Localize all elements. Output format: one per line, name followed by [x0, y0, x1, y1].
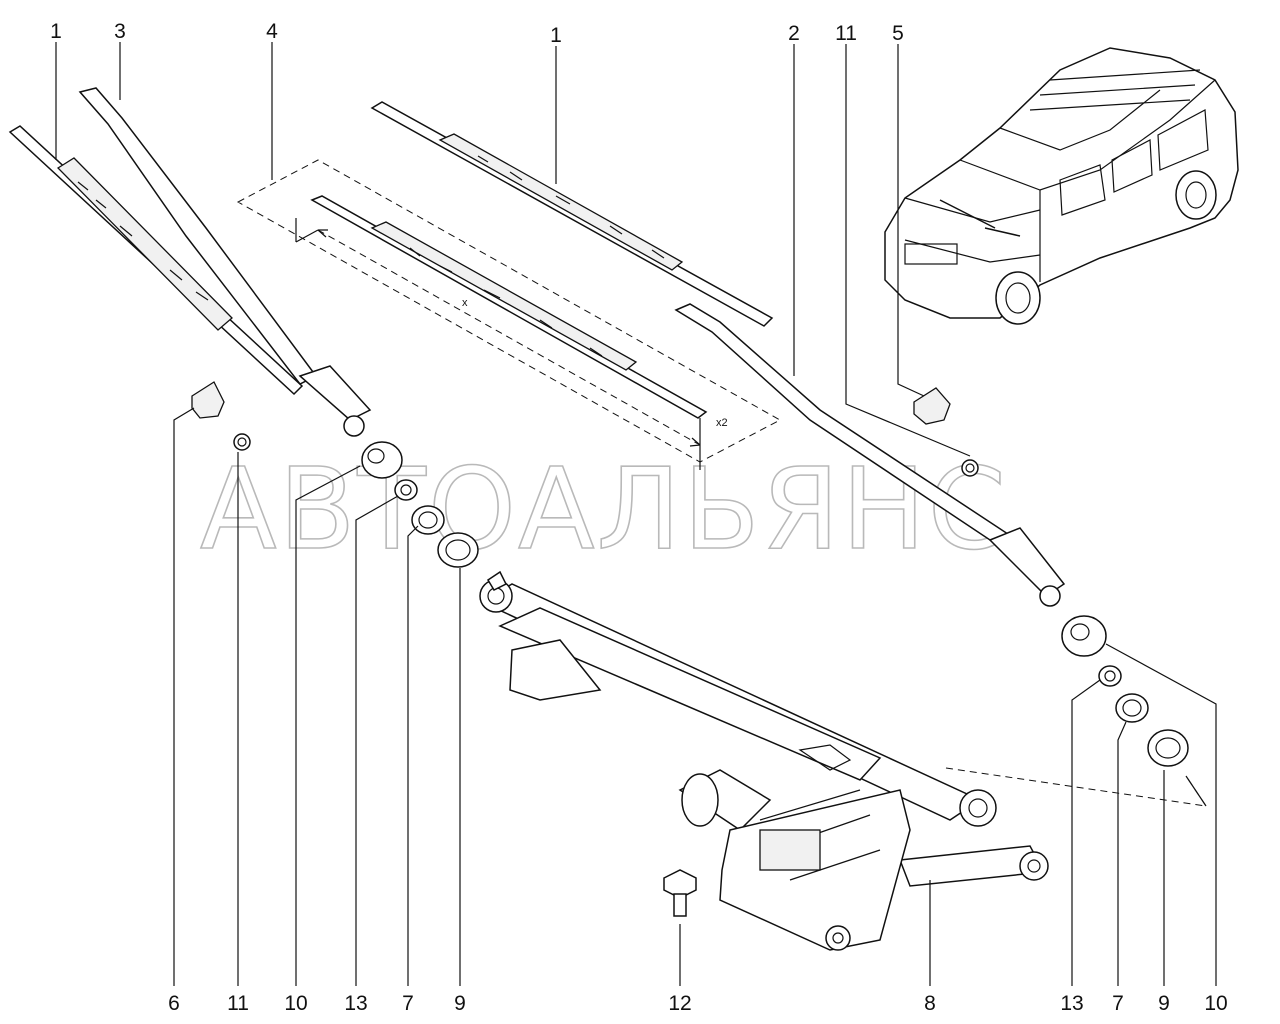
callout-8: 8	[924, 992, 936, 1015]
bolt-12	[663, 869, 697, 917]
car-illustration	[884, 47, 1239, 325]
callout-10-right: 10	[1204, 992, 1227, 1015]
callout-1-top: 1	[550, 24, 562, 47]
callout-6: 6	[168, 992, 180, 1015]
cap-5	[913, 387, 951, 425]
dimension-label: x	[462, 297, 468, 309]
spindle-parts-right	[1061, 615, 1189, 767]
wiper-blade-4	[310, 195, 708, 419]
callout-12: 12	[668, 992, 691, 1015]
cap-6	[191, 381, 225, 419]
callout-10-left: 10	[284, 992, 307, 1015]
watermark: АВТОАЛЬЯНС	[200, 445, 1008, 575]
blade-kit-outline	[236, 159, 782, 463]
wiper-arm-left	[78, 87, 372, 437]
callout-11-bottom: 11	[227, 992, 249, 1015]
callout-2: 2	[788, 22, 800, 45]
nut-11-right	[961, 459, 979, 477]
callout-9-right: 9	[1158, 992, 1170, 1015]
callout-labels: 1 3 4 1 2 11 5 6 11 10 13 7 9 12 8 13 7 …	[50, 20, 1228, 1015]
callout-7-right: 7	[1112, 992, 1124, 1015]
callout-4: 4	[266, 20, 278, 43]
callout-3: 3	[114, 20, 126, 43]
nut-11-left	[233, 433, 251, 451]
callout-7-left: 7	[402, 992, 414, 1015]
callout-5: 5	[892, 22, 904, 45]
leader-lines	[55, 42, 1217, 986]
callout-1-left: 1	[50, 20, 62, 43]
wiper-linkage-motor	[479, 570, 1049, 951]
quantity-label: x2	[716, 417, 728, 429]
callout-13-left: 13	[344, 992, 367, 1015]
callout-13-right: 13	[1060, 992, 1083, 1015]
wiper-arm-right	[674, 303, 1066, 607]
wiper-blade-top	[370, 101, 774, 327]
wiper-blade-left	[8, 125, 304, 396]
callout-9-left: 9	[454, 992, 466, 1015]
callout-11-top: 11	[835, 22, 857, 45]
spindle-parts-left	[361, 441, 479, 568]
